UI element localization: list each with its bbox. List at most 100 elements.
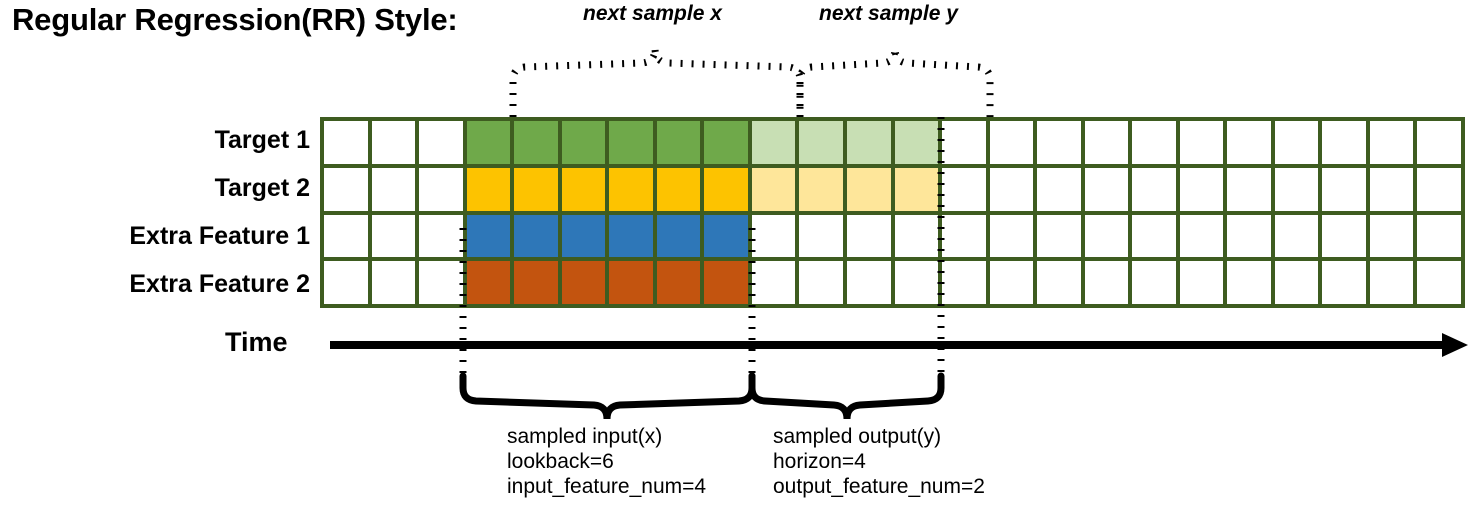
cell-extra-feature-2-22	[1369, 261, 1414, 304]
cell-target-1-5	[561, 121, 606, 164]
cell-extra-feature-1-12	[894, 214, 939, 258]
cell-extra-feature-2-10	[799, 261, 843, 304]
cell-target-1-11	[846, 121, 891, 164]
cell-extra-feature-1-3	[466, 214, 511, 258]
cell-target-1-9	[751, 121, 796, 164]
cell-target-2-22	[1369, 167, 1414, 211]
cell-extra-feature-1-19	[1227, 214, 1271, 258]
cell-extra-feature-2-14	[989, 261, 1034, 304]
page-title: Regular Regression(RR) Style:	[12, 2, 458, 37]
cell-extra-feature-2-12	[894, 261, 939, 304]
cell-extra-feature-1-1	[371, 214, 416, 258]
annotation-next-sample-x: next sample x	[583, 2, 722, 25]
cell-extra-feature-2-1	[371, 261, 416, 304]
cell-target-2-11	[846, 167, 891, 211]
caption-sampled-input: sampled input(x) lookback=6 input_featur…	[507, 424, 706, 499]
caption-input-line3: input_feature_num=4	[507, 475, 707, 498]
cell-target-2-15	[1037, 167, 1081, 211]
cell-target-1-15	[1037, 121, 1081, 164]
dotted-brace-next-sample-x	[509, 47, 804, 117]
cell-target-1-18	[1179, 121, 1224, 164]
dotted-brace-next-sample-y	[796, 47, 994, 117]
cell-target-2-20	[1274, 167, 1319, 211]
cell-target-1-23	[1417, 121, 1461, 164]
cell-target-2-13	[942, 167, 986, 211]
cell-target-1-1	[371, 121, 416, 164]
cell-target-2-2	[419, 167, 463, 211]
caption-input-line1: sampled input(x)	[507, 425, 663, 448]
cell-extra-feature-2-5	[561, 261, 606, 304]
row-label-target-2: Target 2	[214, 174, 310, 202]
cell-target-2-14	[989, 167, 1034, 211]
cell-extra-feature-2-17	[1132, 261, 1176, 304]
cell-target-1-3	[466, 121, 511, 164]
caption-input-line2: lookback=6	[507, 450, 614, 473]
cell-target-2-3	[466, 167, 511, 211]
caption-output-line3: output_feature_num=2	[773, 475, 985, 498]
cell-target-2-0	[324, 167, 368, 211]
cell-target-1-17	[1132, 121, 1176, 164]
cell-target-1-12	[894, 121, 939, 164]
cell-extra-feature-2-16	[1084, 261, 1129, 304]
cell-extra-feature-1-17	[1132, 214, 1176, 258]
cell-target-1-19	[1227, 121, 1271, 164]
cell-extra-feature-2-19	[1227, 261, 1271, 304]
cell-extra-feature-2-11	[846, 261, 891, 304]
caption-output-line1: sampled output(y)	[773, 425, 942, 448]
cell-extra-feature-1-14	[989, 214, 1034, 258]
timeline-grid	[320, 117, 1465, 308]
cell-target-1-4	[514, 121, 558, 164]
cell-extra-feature-2-18	[1179, 261, 1224, 304]
row-label-extra-feature-2: Extra Feature 2	[129, 270, 310, 298]
cell-extra-feature-2-3	[466, 261, 511, 304]
cell-extra-feature-1-21	[1322, 214, 1366, 258]
cell-target-2-21	[1322, 167, 1366, 211]
cell-extra-feature-1-10	[799, 214, 843, 258]
cell-extra-feature-1-7	[656, 214, 701, 258]
caption-sampled-output: sampled output(y) horizon=4 output_featu…	[773, 424, 985, 499]
time-axis-arrowhead	[1442, 333, 1468, 357]
cell-extra-feature-1-23	[1417, 214, 1461, 258]
cell-extra-feature-2-21	[1322, 261, 1366, 304]
cell-extra-feature-2-9	[751, 261, 796, 304]
cell-target-2-17	[1132, 167, 1176, 211]
cell-target-1-0	[324, 121, 368, 164]
cell-extra-feature-2-6	[609, 261, 653, 304]
cell-target-1-22	[1369, 121, 1414, 164]
cell-extra-feature-1-0	[324, 214, 368, 258]
cell-extra-feature-2-15	[1037, 261, 1081, 304]
cell-target-2-9	[751, 167, 796, 211]
cell-extra-feature-2-0	[324, 261, 368, 304]
annotation-next-sample-y: next sample y	[819, 2, 958, 25]
cell-target-2-16	[1084, 167, 1129, 211]
time-axis-label: Time	[225, 327, 288, 357]
cell-target-1-2	[419, 121, 463, 164]
cell-target-2-8	[704, 167, 748, 211]
cell-target-2-10	[799, 167, 843, 211]
cell-extra-feature-1-11	[846, 214, 891, 258]
cell-extra-feature-2-20	[1274, 261, 1319, 304]
cell-extra-feature-1-6	[609, 214, 653, 258]
cell-extra-feature-2-2	[419, 261, 463, 304]
cell-target-2-12	[894, 167, 939, 211]
cell-extra-feature-2-4	[514, 261, 558, 304]
cell-target-2-7	[656, 167, 701, 211]
cell-target-1-7	[656, 121, 701, 164]
cell-extra-feature-2-8	[704, 261, 748, 304]
cell-extra-feature-1-2	[419, 214, 463, 258]
cell-target-2-19	[1227, 167, 1271, 211]
cell-target-1-16	[1084, 121, 1129, 164]
cell-extra-feature-1-5	[561, 214, 606, 258]
cell-extra-feature-2-7	[656, 261, 701, 304]
cell-target-2-23	[1417, 167, 1461, 211]
cell-target-1-8	[704, 121, 748, 164]
row-label-target-1: Target 1	[214, 126, 310, 154]
cell-target-1-20	[1274, 121, 1319, 164]
cell-target-2-1	[371, 167, 416, 211]
cell-extra-feature-1-16	[1084, 214, 1129, 258]
cell-extra-feature-2-23	[1417, 261, 1461, 304]
brace-sampled-input	[459, 372, 756, 420]
cell-target-2-6	[609, 167, 653, 211]
cell-extra-feature-1-9	[751, 214, 796, 258]
